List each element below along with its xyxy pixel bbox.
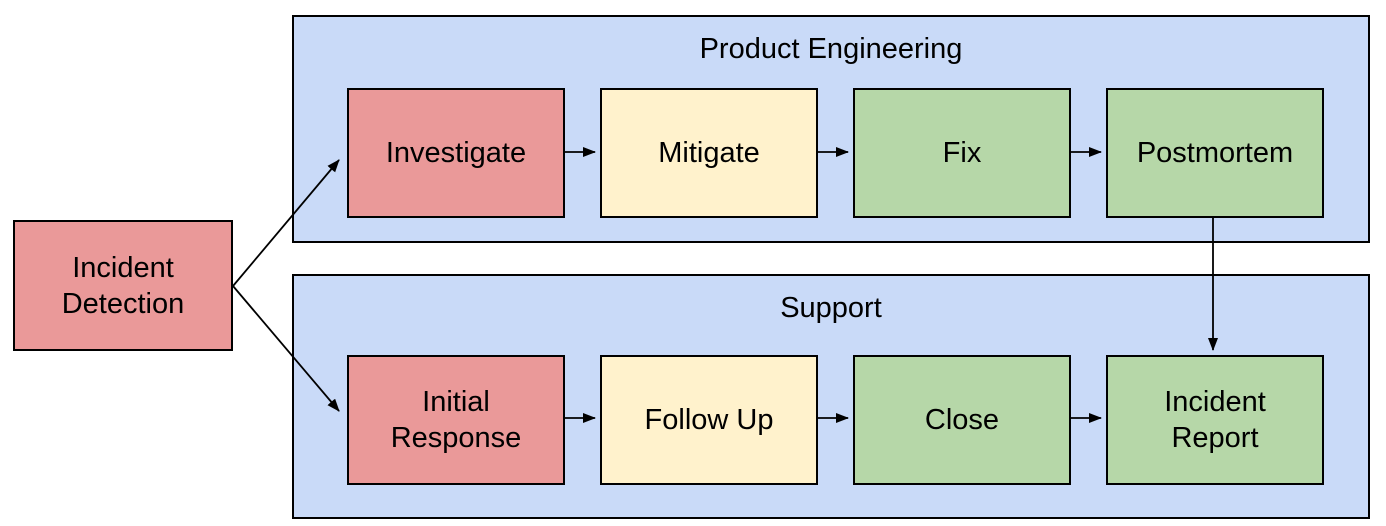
- node-incident-detection: Incident Detection: [13, 220, 233, 351]
- node-label: Investigate: [385, 137, 527, 169]
- node-label: Mitigate: [658, 137, 760, 169]
- node-investigate: Investigate: [347, 88, 565, 218]
- node-initial-response: Initial Response: [347, 355, 565, 485]
- node-label: Incident Detection: [61, 251, 185, 320]
- lane-title-product-engineering: Product Engineering: [699, 33, 963, 65]
- node-label: Close: [924, 404, 1000, 436]
- lane-title-support: Support: [780, 292, 882, 324]
- node-incident-report: Incident Report: [1106, 355, 1324, 485]
- node-postmortem: Postmortem: [1106, 88, 1324, 218]
- node-label: Fix: [942, 137, 982, 169]
- node-label: Postmortem: [1136, 137, 1294, 169]
- node-label: Follow Up: [644, 404, 774, 436]
- node-mitigate: Mitigate: [600, 88, 818, 218]
- node-follow-up: Follow Up: [600, 355, 818, 485]
- lane-support: Support Initial Response Follow Up Close…: [292, 274, 1370, 519]
- node-label: Incident Report: [1164, 386, 1266, 454]
- lane-product-engineering: Product Engineering Investigate Mitigate…: [292, 15, 1370, 243]
- node-close: Close: [853, 355, 1071, 485]
- node-fix: Fix: [853, 88, 1071, 218]
- node-label: Initial Response: [390, 386, 522, 454]
